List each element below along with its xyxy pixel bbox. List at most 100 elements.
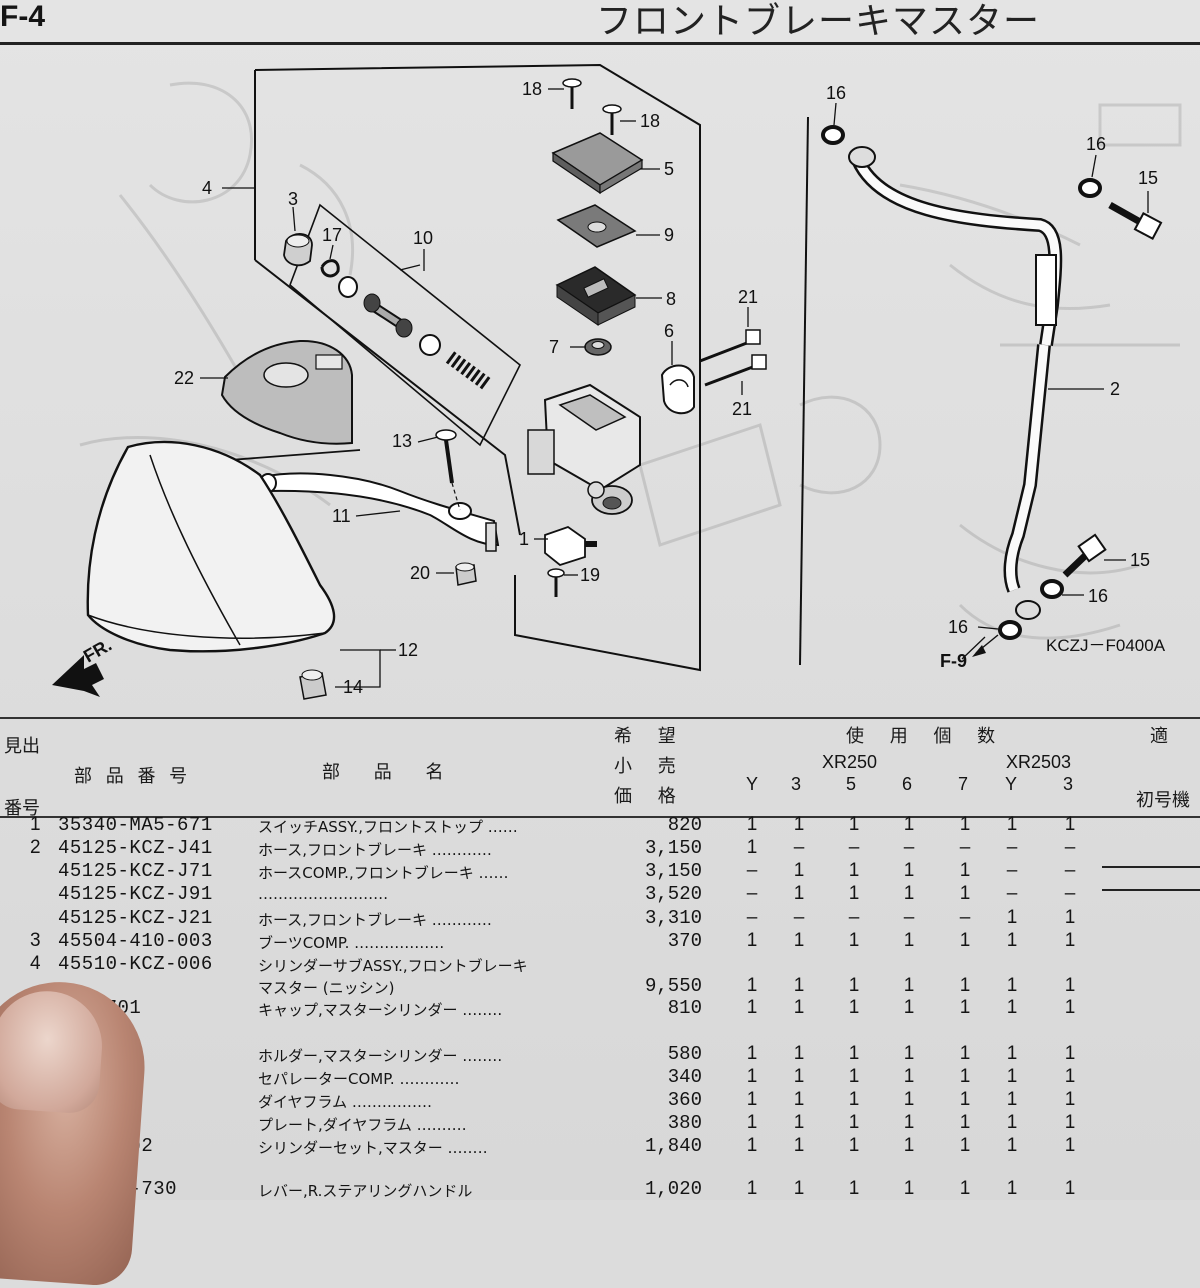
callout-7: 7 — [549, 337, 559, 357]
part-name: スイッチASSY.,フロントストップ ‥‥‥ — [258, 818, 518, 836]
callout-18b: 18 — [640, 111, 660, 131]
separator-7 — [584, 338, 612, 356]
qty-cell: 1 — [848, 1066, 860, 1087]
nut-14 — [299, 669, 327, 700]
callout-12: 12 — [398, 640, 418, 660]
qty-cell: 1 — [1006, 1043, 1018, 1064]
callout-21a: 21 — [738, 287, 758, 307]
callout-2: 2 — [1110, 379, 1120, 399]
qty-cell: 1 — [1006, 997, 1018, 1018]
stop-switch-1 — [544, 525, 597, 567]
qty-cell: 1 — [959, 1178, 971, 1199]
qty-cell: 1 — [848, 1135, 860, 1156]
callout-18a: 18 — [522, 79, 542, 99]
part-name: セパレーターCOMP. ‥‥‥‥‥‥ — [258, 1070, 460, 1088]
qty-cell: 1 — [1064, 907, 1076, 928]
header-part-number: 部 品 番 号 — [74, 766, 192, 787]
screw-19 — [547, 568, 565, 597]
qty-cell: 1 — [903, 1089, 915, 1110]
qty-cell: 1 — [959, 975, 971, 996]
qty-cell: – — [746, 883, 758, 904]
qty-cell: 1 — [1006, 1112, 1018, 1133]
part-name: ホース,フロントブレーキ ‥‥‥‥‥‥ — [258, 911, 492, 929]
master-cylinder-body — [527, 383, 641, 515]
qty-cell: – — [1006, 837, 1018, 858]
qty-cell: 1 — [903, 814, 915, 835]
qty-cell: 1 — [903, 883, 915, 904]
diaphragm-plate-9 — [556, 204, 637, 248]
qty-cell: 1 — [793, 1178, 805, 1199]
qty-cell: 1 — [959, 860, 971, 881]
header-price-3: 価 格 — [614, 786, 686, 807]
qty-cell: 1 — [1064, 1135, 1076, 1156]
callout-9: 9 — [664, 225, 674, 245]
part-name: キャップ,マスターシリンダー ‥‥‥‥ — [258, 1001, 503, 1019]
qty-cell: 1 — [793, 975, 805, 996]
qty-cell: 1 — [1006, 930, 1018, 951]
callout-16d: 16 — [1088, 586, 1108, 606]
header-index-bottom: 番号 — [4, 798, 40, 819]
qty-cell: 1 — [1006, 1089, 1018, 1110]
header-price-2: 小 売 — [614, 756, 686, 777]
qty-cell: 1 — [903, 860, 915, 881]
callout-11: 11 — [332, 506, 351, 526]
callout-10: 10 — [413, 228, 433, 248]
header-col-1: Y — [746, 774, 759, 794]
qty-cell: 1 — [959, 883, 971, 904]
boot-3 — [283, 233, 313, 267]
header-col-2: 3 — [791, 774, 802, 794]
header-first-machine: 初号機 — [1136, 790, 1190, 811]
qty-cell: 1 — [1064, 975, 1076, 996]
header-rule — [0, 42, 1200, 45]
header-col-3: 5 — [846, 774, 857, 794]
part-name: プレート,ダイヤフラム ‥‥‥‥‥ — [258, 1116, 467, 1134]
table-header-rule — [0, 816, 1200, 818]
qty-cell: 1 — [1064, 997, 1076, 1018]
price: 820 — [667, 814, 702, 836]
qty-cell: 1 — [793, 1112, 805, 1133]
part-number: 45125-KCZ-J91 — [58, 883, 213, 905]
price: 1,840 — [644, 1135, 702, 1157]
diaphragm-8 — [555, 266, 637, 326]
callout-22: 22 — [174, 368, 194, 388]
price: 810 — [667, 997, 702, 1019]
price: 360 — [667, 1089, 702, 1111]
brake-hose-2 — [848, 146, 1063, 620]
qty-cell: 1 — [848, 997, 860, 1018]
callout-4: 4 — [202, 178, 212, 198]
part-name: ブーツCOMP. ‥‥‥‥‥‥‥‥‥ — [258, 934, 445, 952]
background-ghost-print — [79, 81, 1182, 640]
qty-cell: 1 — [793, 814, 805, 835]
screw-18a — [562, 78, 582, 109]
price: 3,520 — [644, 883, 702, 905]
callout-5: 5 — [664, 159, 674, 179]
qty-cell: 1 — [746, 1112, 758, 1133]
callout-19: 19 — [580, 565, 600, 585]
price: 340 — [667, 1066, 702, 1088]
price: 3,310 — [644, 907, 702, 929]
header-fit: 適 — [1150, 726, 1168, 747]
qty-cell: 1 — [793, 1089, 805, 1110]
ref-link-f9[interactable]: F-9 — [940, 651, 967, 671]
price: 370 — [667, 930, 702, 952]
screw-18b — [602, 104, 622, 135]
part-name: マスター (ニッシン) — [258, 979, 395, 997]
hand-guard-12 — [86, 440, 336, 653]
header-model-1: XR250 — [822, 752, 878, 772]
front-direction-arrow: FR. — [52, 635, 115, 697]
qty-cell: – — [1006, 860, 1018, 881]
reservoir-cap-5 — [551, 132, 644, 195]
part-name: レバー,R.ステアリングハンドル — [258, 1182, 473, 1200]
index-number: 3 — [30, 930, 41, 951]
qty-cell: 1 — [903, 1066, 915, 1087]
qty-cell: – — [959, 837, 971, 858]
part-name: ホースCOMP.,フロントブレーキ ‥‥‥ — [258, 864, 509, 882]
qty-cell: 1 — [903, 1178, 915, 1199]
price: 580 — [667, 1043, 702, 1065]
part-number: 45504-410-003 — [58, 930, 213, 952]
